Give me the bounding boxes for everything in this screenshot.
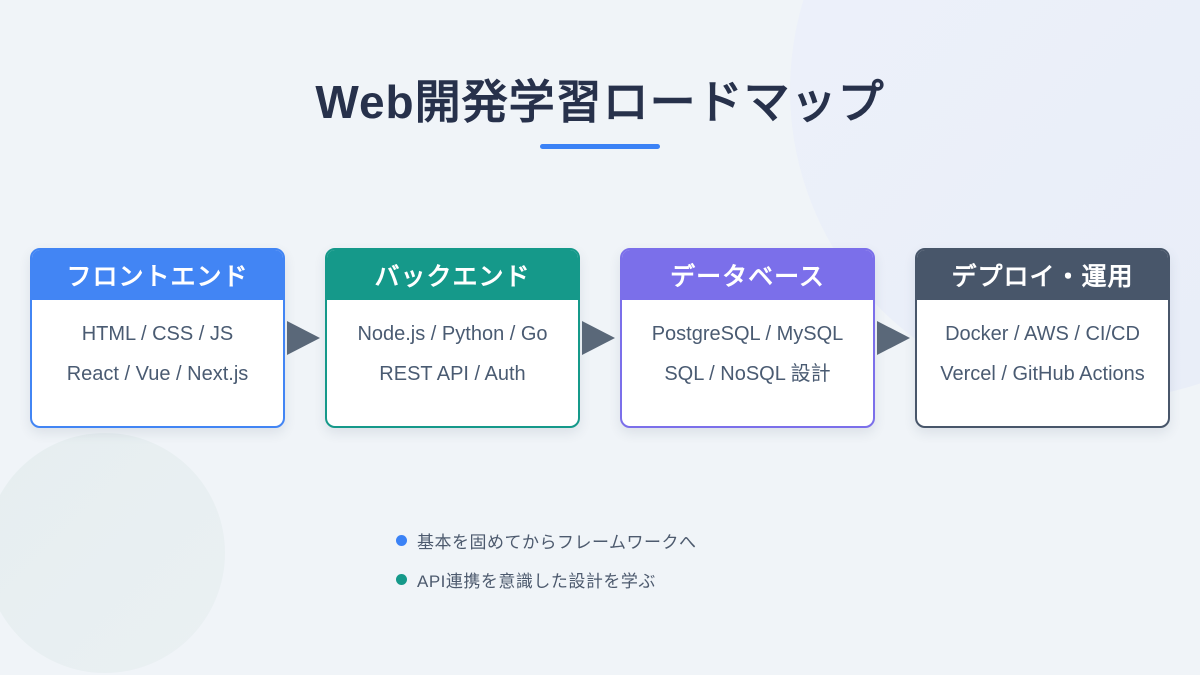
right-arrow-icon (877, 321, 910, 355)
flow-arrow (285, 248, 325, 428)
card-line: HTML / CSS / JS (81, 323, 234, 345)
card-frontend-body: HTML / CSS / JS React / Vue / Next.js (32, 300, 283, 426)
bullet-dot-icon (396, 573, 407, 585)
card-database-header: データベース (622, 250, 873, 300)
card-database-body: PostgreSQL / MySQL SQL / NoSQL 設計 (622, 300, 873, 426)
footnote-text: API連携を意識した設計を学ぶ (417, 571, 656, 591)
decorative-circle-bottom-left (0, 433, 225, 673)
card-deploy-header: デプロイ・運用 (917, 250, 1168, 300)
card-database: データベース PostgreSQL / MySQL SQL / NoSQL 設計 (620, 248, 875, 428)
card-line: SQL / NoSQL 設計 (664, 363, 831, 385)
card-deploy: デプロイ・運用 Docker / AWS / CI/CD Vercel / Gi… (915, 248, 1170, 428)
footnote-text: 基本を固めてからフレームワークへ (417, 532, 697, 552)
right-arrow-icon (287, 321, 320, 355)
card-line: Node.js / Python / Go (357, 323, 548, 345)
right-arrow-icon (582, 321, 615, 355)
card-frontend-header: フロントエンド (32, 250, 283, 300)
card-line: React / Vue / Next.js (66, 363, 249, 385)
flow-arrow (580, 248, 620, 428)
title-underline (540, 144, 660, 149)
footnotes: 基本を固めてからフレームワークへ API連携を意識した設計を学ぶ (396, 528, 697, 606)
card-line: PostgreSQL / MySQL (651, 323, 844, 345)
title-section: Web開発学習ロードマップ (0, 66, 1200, 149)
card-backend-body: Node.js / Python / Go REST API / Auth (327, 300, 578, 426)
card-line: Vercel / GitHub Actions (940, 363, 1145, 385)
card-frontend: フロントエンド HTML / CSS / JS React / Vue / Ne… (30, 248, 285, 428)
flow-arrow (875, 248, 915, 428)
card-deploy-body: Docker / AWS / CI/CD Vercel / GitHub Act… (917, 300, 1168, 426)
card-backend: バックエンド Node.js / Python / Go REST API / … (325, 248, 580, 428)
page-title: Web開発学習ロードマップ (315, 76, 885, 128)
footnote-item: 基本を固めてからフレームワークへ (396, 528, 697, 552)
card-line: Docker / AWS / CI/CD (945, 323, 1140, 345)
card-backend-header: バックエンド (327, 250, 578, 300)
footnote-item: API連携を意識した設計を学ぶ (396, 567, 697, 591)
bullet-dot-icon (396, 534, 407, 546)
card-line: REST API / Auth (379, 363, 526, 385)
roadmap-row: フロントエンド HTML / CSS / JS React / Vue / Ne… (30, 248, 1170, 428)
